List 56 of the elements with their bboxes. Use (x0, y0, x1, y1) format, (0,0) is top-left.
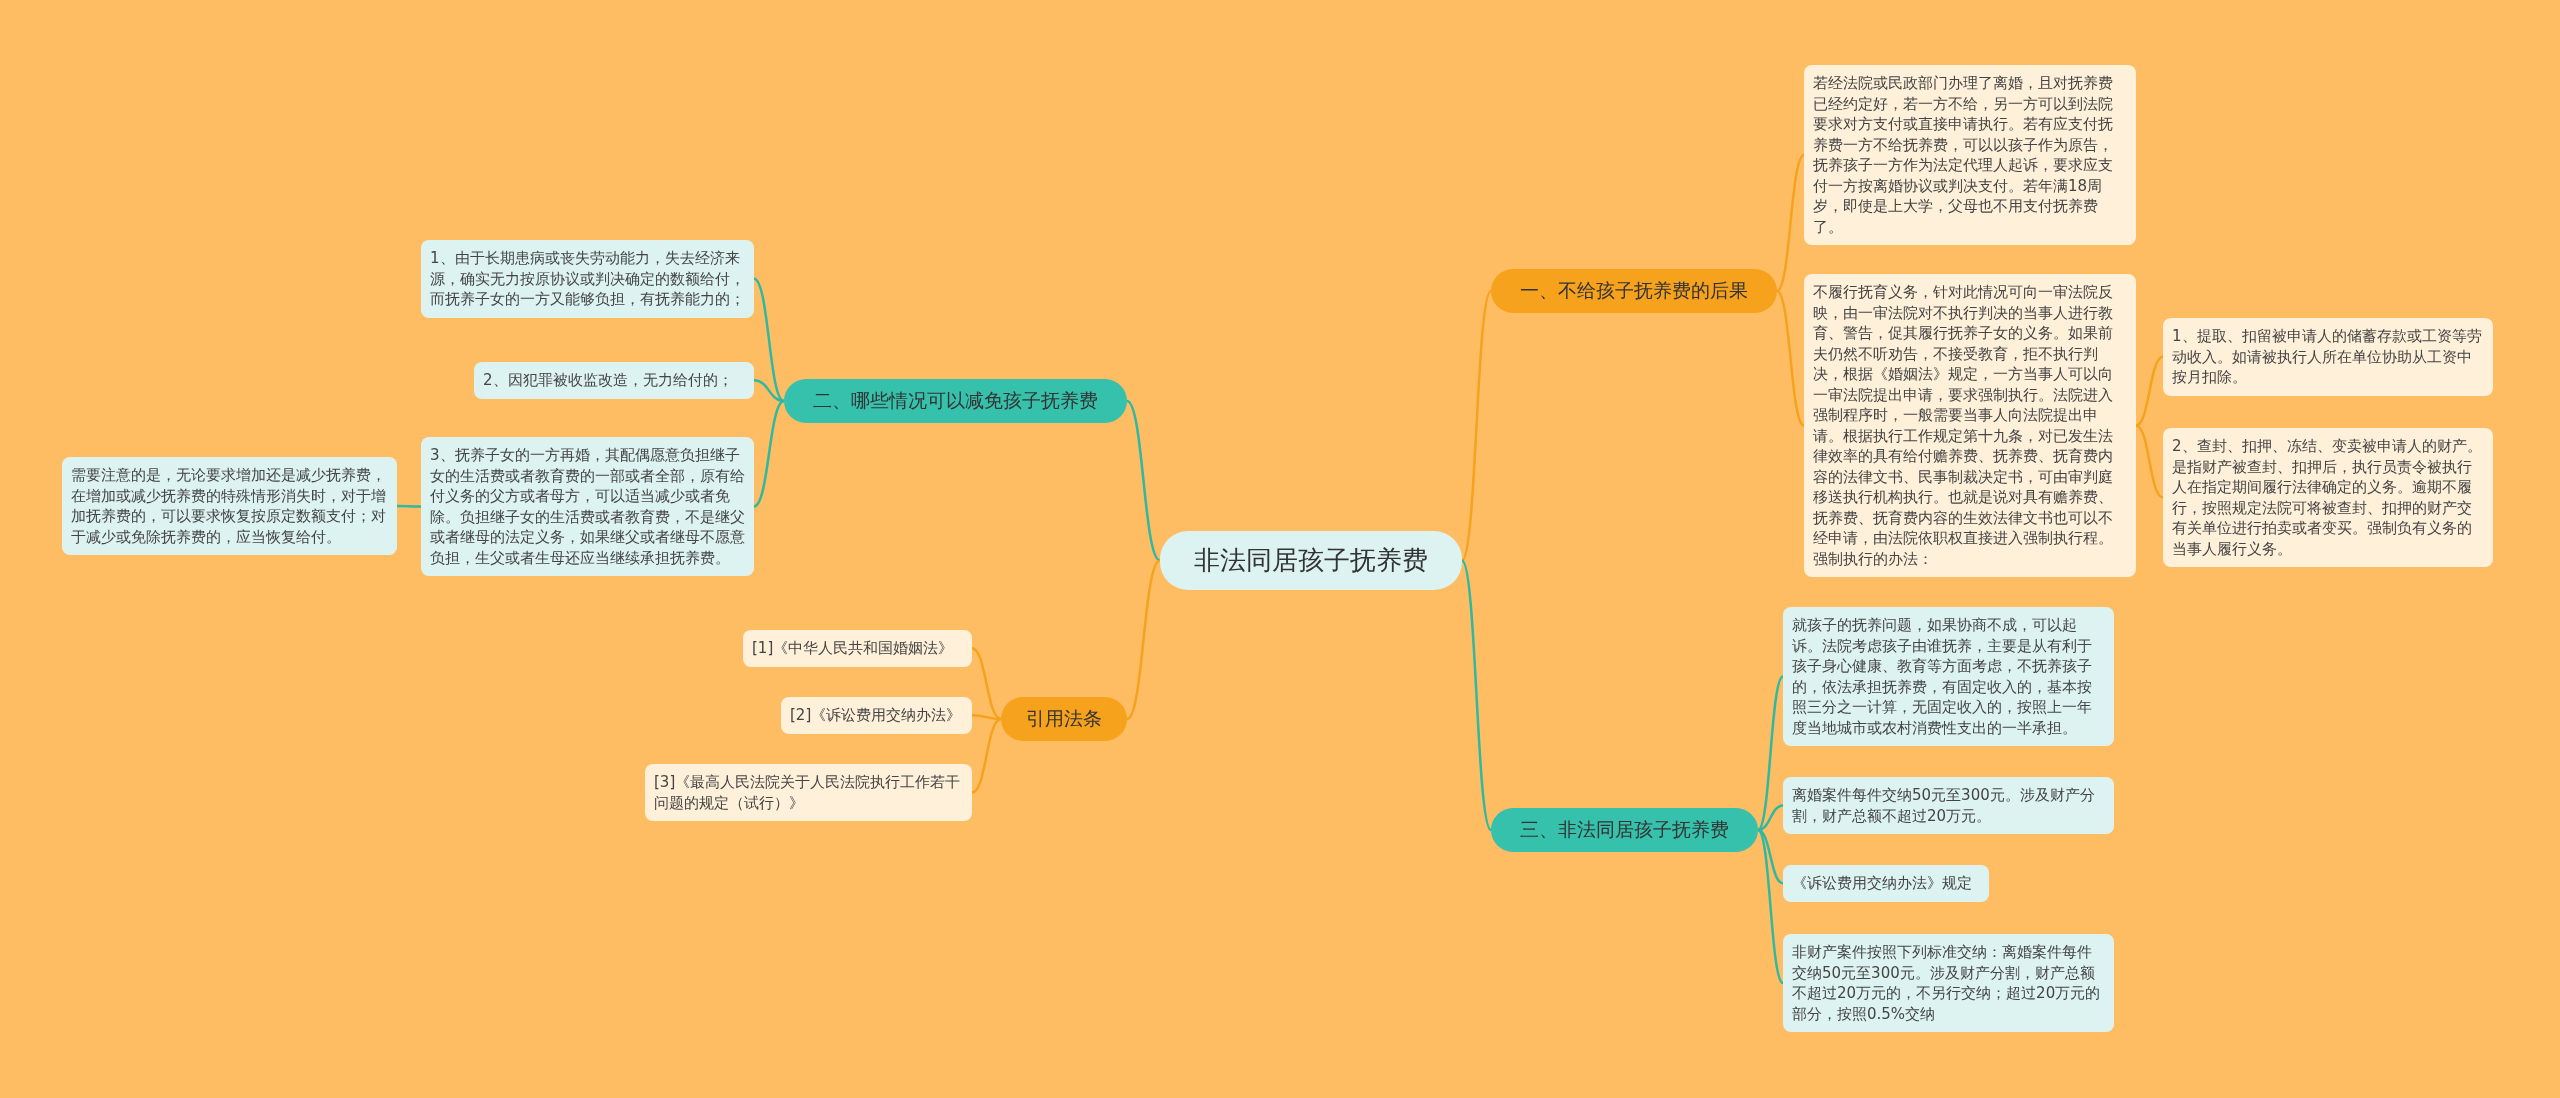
branch-title: 二、哪些情况可以减免孩子抚养费 (812, 388, 1099, 413)
note-text: 离婚案件每件交纳50元至300元。涉及财产分割，财产总额不超过20万元。 (1792, 785, 2096, 826)
note-text: 非财产案件按照下列标准交纳：离婚案件每件交纳50元至300元。涉及财产分割，财产总额不超过20万元的，不另行交纳；超过20万元的部分，按照0.5%交纳 (1792, 942, 2102, 1024)
note-card (2163, 318, 2493, 396)
note-card (1783, 607, 2114, 746)
connector-line (2135, 424, 2164, 499)
note-text: 就孩子的抚养问题，如果协商不成，可以起诉。法院考虑孩子由谁抚养，主要是从有利于孩子身心健康、教育等方面考虑，不抚养孩子的，依法承担抚养费，有固定收入的，基本按照三分之一计算，无固定收入的，按照上一年度当地城市或农村消费性支出的一半承担。 (1792, 615, 2093, 738)
connector-line (1126, 559, 1161, 720)
central-topic (1160, 531, 1462, 590)
connector-line (1757, 804, 1784, 832)
connector-line (1776, 154, 1805, 292)
note-card (421, 437, 754, 576)
note-card (1783, 777, 2114, 834)
note-card (474, 362, 754, 399)
branch-topic (784, 379, 1127, 423)
connector-line (971, 647, 1002, 721)
reference-card (645, 764, 972, 821)
connector-line (2135, 355, 2164, 427)
note-text: 2、查封、扣押、冻结、变卖被申请人的财产。是指财产被查封、扣押后，执行员责令被执行人在指定期间履行法律确定的义务。逾期不履行，按照规定法院可将被查封、扣押的财产交有关单位进行拍卖或者变买。强制负有义务的当事人履行义务。 (2172, 436, 2483, 559)
note-card (1804, 65, 2136, 245)
note-text: 1、提取、扣留被申请人的储蓄存款或工资等劳动收入。如请被执行人所在单位协助从工资中按月扣除。 (2172, 326, 2483, 388)
note-text: 不履行抚育义务，针对此情况可向一审法院反映，由一审法院对不执行判决的当事人进行教育、警告，促其履行抚养子女的义务。如果前夫仍然不听劝告，不接受教育，拒不执行判决，根据《婚姻法》规定，一方当事人可以向一审法院提出申请，要求强制执行。法院进入强制程序时，一般需要当事人向法院提出申请。根据执行工作规定第十九条，对已发生法律效率的具有给付赡养费、抚养费、抚育费内容的法律文书、民事制裁决定书，可由审判庭移送执行机构执行。也就是说对具有赡养费、抚养费、抚育费内容的生效法律文书也可以不经申请，由法院依职权直接进入强制执行程。强制执行的办法： (1813, 282, 2114, 569)
branch-title: 三、非法同居孩子抚养费 (1519, 817, 1730, 842)
note-card (1783, 934, 2114, 1032)
branch-title: 一、不给孩子抚养费的后果 (1519, 278, 1749, 303)
connector-line (1757, 829, 1784, 984)
reference-card (781, 697, 972, 734)
note-text: 1、由于长期患病或丧失劳动能力，失去经济来源，确实无力按原协议或判决确定的数额给付，而抚养子女的一方又能够负担，有抚养能力的； (430, 248, 745, 310)
note-text: 《诉讼费用交纳办法》规定 (1792, 873, 1973, 894)
note-text: [3]《最高人民法院关于人民法院执行工作若干问题的规定（试行）》 (654, 772, 962, 813)
note-card (421, 240, 754, 318)
connector-line (971, 717, 1002, 794)
note-text: 若经法院或民政部门办理了离婚，且对抚养费已经约定好，若一方不给，另一方可以到法院要求对方支付或直接申请执行。若有应支付抚养费一方不给抚养费，可以以孩子作为原告，抚养孩子一方作为法定代理人起诉，要求应支付一方按离婚协议或判决支付。若年满18周岁，即使是上大学，父母也不用支付抚养费了。 (1813, 73, 2114, 237)
branch-topic (1491, 269, 1777, 313)
connector-line (1460, 559, 1493, 831)
reference-card (743, 630, 972, 667)
note-text: [1]《中华人民共和国婚姻法》 (752, 638, 955, 659)
connector-line (1460, 290, 1493, 562)
note-text: [2]《诉讼费用交纳办法》 (790, 705, 963, 726)
connector-line (1757, 828, 1784, 885)
topic-title: 非法同居孩子抚养费 (1193, 544, 1429, 577)
connector-line (753, 379, 785, 403)
connector-line (397, 504, 421, 508)
connector-line (753, 399, 785, 508)
branch-title: 引用法条 (1025, 706, 1103, 731)
connector-line (1126, 400, 1161, 562)
note-text: 3、抚养子女的一方再婚，其配偶愿意负担继子女的生活费或者教育费的一部或者全部，原有给付义务的父方或者母方，可以适当减少或者免除。负担继子女的生活费或者教育费，不是继父或者继母的法定义务，如果继父或者继母不愿意负担，生父或者生母还应当继续承担抚养费。 (430, 445, 745, 568)
note-card (62, 457, 397, 555)
connector-line (1776, 290, 1805, 427)
note-text: 2、因犯罪被收监改造，无力给付的； (483, 370, 734, 391)
branch-topic (1491, 808, 1758, 852)
note-card (2163, 428, 2493, 567)
branch-topic (1001, 697, 1127, 741)
note-text: 需要注意的是，无论要求增加还是减少抚养费，在增加或减少抚养费的特殊情形消失时，对于增加抚养费的，可以要求恢复按原定数额支付；对于减少或免除抚养费的，应当恢复给付。 (71, 465, 387, 547)
connector-line (1757, 675, 1784, 831)
note-card (1783, 865, 1989, 902)
